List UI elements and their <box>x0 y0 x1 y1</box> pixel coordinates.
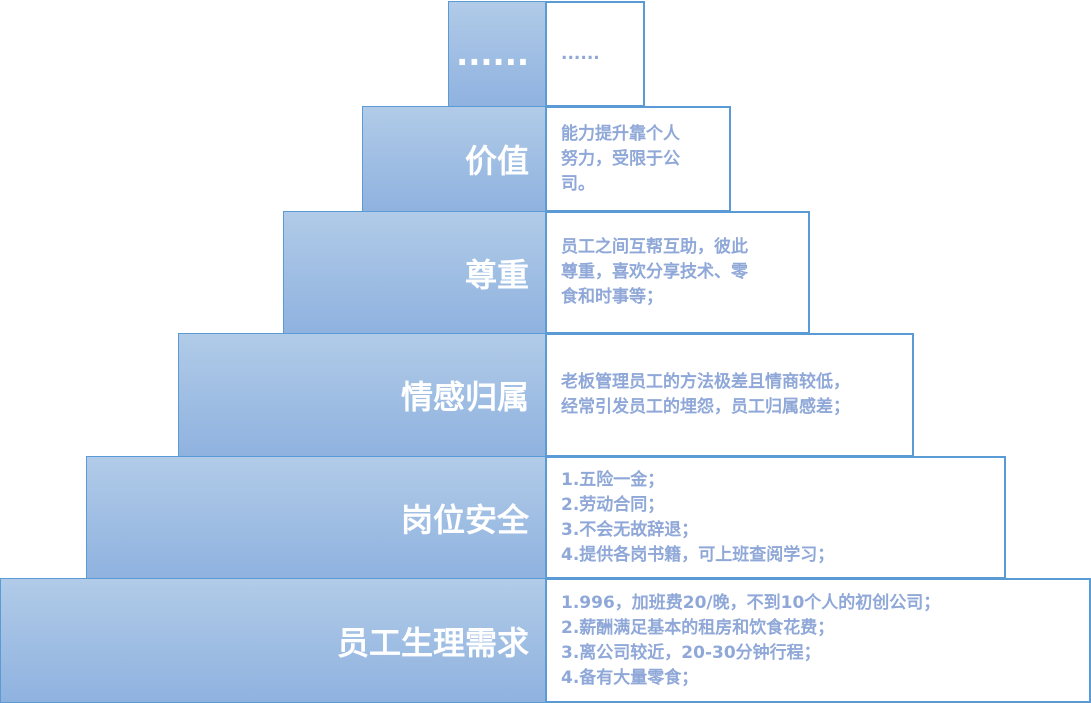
level-1-description: ...... <box>545 1 645 107</box>
level-label-text: 岗位安全 <box>400 500 529 539</box>
level-description-text: 老板管理员工的方法极差且情商较低， 经常引发员工的埋怨，员工归属感差； <box>561 372 850 417</box>
level-description-text: ...... <box>561 43 600 64</box>
level-description-text: 员工之间互帮互助，彼此 尊重，喜欢分享技术、零 食和时事等； <box>561 237 748 307</box>
level-1-label: ...... <box>448 1 546 107</box>
level-description-text: 1.五险一金； 2.劳动合同； 3.不会无故辞退； 4.提供各岗书籍，可上班查阅… <box>561 469 835 565</box>
level-label-text: 尊重 <box>464 255 529 294</box>
level-label-text: 员工生理需求 <box>336 623 529 662</box>
level-5-label: 岗位安全 <box>86 456 546 579</box>
level-6-description: 1.996，加班费20/晚，不到10个人的初创公司； 2.薪酬满足基本的租房和饮… <box>545 578 1091 703</box>
level-3-description: 员工之间互帮互助，彼此 尊重，喜欢分享技术、零 食和时事等； <box>545 211 810 334</box>
level-4-label: 情感归属 <box>178 333 546 457</box>
level-2-description: 能力提升靠个人 努力，受限于公 司。 <box>545 106 731 212</box>
level-label-text: ...... <box>456 35 529 73</box>
level-2-label: 价值 <box>362 106 546 212</box>
level-label-text: 价值 <box>464 142 529 180</box>
level-3-label: 尊重 <box>283 211 546 334</box>
level-4-description: 老板管理员工的方法极差且情商较低， 经常引发员工的埋怨，员工归属感差； <box>545 333 914 457</box>
level-5-description: 1.五险一金； 2.劳动合同； 3.不会无故辞退； 4.提供各岗书籍，可上班查阅… <box>545 456 1006 579</box>
level-label-text: 情感归属 <box>400 378 529 416</box>
level-description-text: 1.996，加班费20/晚，不到10个人的初创公司； 2.薪酬满足基本的租房和饮… <box>561 592 941 688</box>
level-6-label: 员工生理需求 <box>0 578 546 703</box>
level-description-text: 能力提升靠个人 努力，受限于公 司。 <box>561 123 680 194</box>
